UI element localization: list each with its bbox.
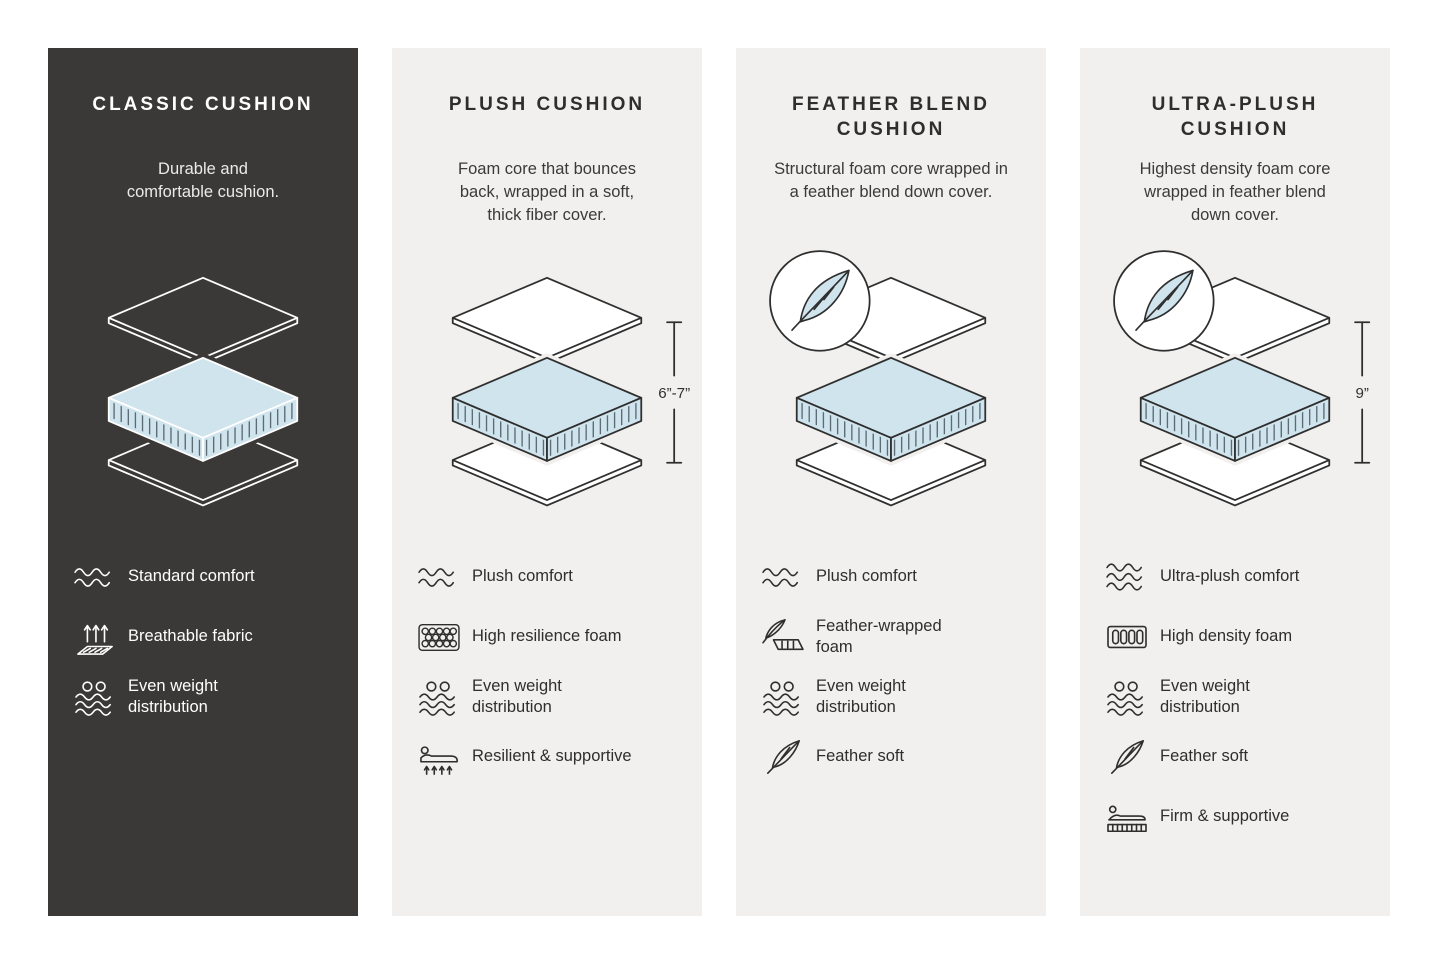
feature-list: Ultra-plush comfort High density foam Ev… xyxy=(1104,554,1366,840)
feature-label: Firm & supportive xyxy=(1160,807,1290,826)
height-measurement: 6”-7” xyxy=(658,320,690,464)
feature-label: Plush comfort xyxy=(472,567,573,586)
feather-icon xyxy=(760,738,816,776)
waves-icon xyxy=(1104,558,1160,596)
feature-label: Resilient & supportive xyxy=(472,747,632,766)
measurement-label: 6”-7” xyxy=(658,384,690,401)
panel-description: Structural foam core wrapped in a feathe… xyxy=(774,160,1008,201)
waves-icon xyxy=(760,558,816,596)
panel-feather-blend-cushion: FEATHER BLEND CUSHION Structural foam co… xyxy=(736,48,1046,916)
foam-cells-icon xyxy=(416,618,472,656)
feature-label: Even weight distribution xyxy=(1160,676,1250,716)
even-weight-icon xyxy=(1104,678,1160,716)
resilient-icon xyxy=(416,738,472,776)
measurement-label: 9” xyxy=(1355,384,1368,401)
feature-label: High density foam xyxy=(1160,627,1293,646)
panel-plush-cushion: PLUSH CUSHION Foam core that bounces bac… xyxy=(392,48,702,916)
feather-badge xyxy=(1114,250,1214,351)
feature-item: Feather-wrapped foam xyxy=(760,614,1022,660)
height-measurement: 9” xyxy=(1354,320,1371,464)
feature-item: Even weight distribution xyxy=(760,674,1022,720)
feature-item: Firm & supportive xyxy=(1104,794,1366,840)
cushion-diagram xyxy=(760,250,1022,532)
feature-label: Breathable fabric xyxy=(128,627,253,646)
layered-cushion-illustration: 6”-7” xyxy=(452,277,690,505)
panel-title: CLASSIC CUSHION xyxy=(92,94,314,115)
layered-cushion-illustration xyxy=(770,250,986,505)
waves-icon xyxy=(72,558,128,596)
feature-list: Standard comfort Breathable fabric Even … xyxy=(72,554,334,720)
firm-icon xyxy=(1104,798,1160,836)
feature-item: Feather soft xyxy=(1104,734,1366,780)
feature-item: Plush comfort xyxy=(760,554,1022,600)
breathable-fabric-icon xyxy=(72,618,128,656)
feature-label: High resilience foam xyxy=(472,627,622,646)
feature-item: Even weight distribution xyxy=(1104,674,1366,720)
panel-description: Durable and comfortable cushion. xyxy=(126,160,280,201)
feather-badge xyxy=(770,250,870,351)
panel-ultra-plush-cushion: ULTRA-PLUSH CUSHION Highest density foam… xyxy=(1080,48,1390,916)
panel-description: Highest density foam core wrapped in fea… xyxy=(1139,160,1331,224)
cushion-diagram xyxy=(72,252,334,532)
feather-foam-icon xyxy=(760,618,816,656)
feature-item: High resilience foam xyxy=(416,614,678,660)
panel-description: Foam core that bounces back, wrapped in … xyxy=(458,160,636,224)
feature-label: Even weight distribution xyxy=(472,676,562,716)
feature-item: Even weight distribution xyxy=(72,674,334,720)
feature-list: Plush comfort Feather-wrapped foam Even … xyxy=(760,554,1022,780)
feature-item: Resilient & supportive xyxy=(416,734,678,780)
feature-label: Feather soft xyxy=(816,747,905,766)
panel-title: FEATHER BLEND CUSHION xyxy=(791,94,991,141)
cushion-diagram: 9” xyxy=(1104,250,1371,532)
even-weight-icon xyxy=(72,678,128,716)
panel-title: ULTRA-PLUSH CUSHION xyxy=(1151,94,1319,141)
cushion-diagram: 6”-7” xyxy=(416,252,690,532)
feature-list: Plush comfort High resilience foam Even … xyxy=(416,554,678,780)
feature-label: Feather soft xyxy=(1160,747,1249,766)
feature-item: Even weight distribution xyxy=(416,674,678,720)
feature-label: Even weight distribution xyxy=(128,676,218,716)
cushion-comparison-board: CLASSIC CUSHION Durable and comfortable … xyxy=(48,48,1390,916)
even-weight-icon xyxy=(760,678,816,716)
feature-item: Feather soft xyxy=(760,734,1022,780)
feature-item: Plush comfort xyxy=(416,554,678,600)
feature-label: Feather-wrapped foam xyxy=(816,616,942,656)
feather-icon xyxy=(1104,738,1160,776)
feature-item: Ultra-plush comfort xyxy=(1104,554,1366,600)
feature-item: Standard comfort xyxy=(72,554,334,600)
feature-label: Ultra-plush comfort xyxy=(1160,567,1300,586)
panel-title: PLUSH CUSHION xyxy=(448,94,646,115)
density-foam-icon xyxy=(1104,618,1160,656)
waves-icon xyxy=(416,558,472,596)
even-weight-icon xyxy=(416,678,472,716)
layered-cushion-illustration xyxy=(108,277,298,505)
layered-cushion-illustration: 9” xyxy=(1114,250,1371,505)
panel-classic-cushion: CLASSIC CUSHION Durable and comfortable … xyxy=(48,48,358,916)
feature-label: Even weight distribution xyxy=(816,676,906,716)
feature-label: Plush comfort xyxy=(816,567,917,586)
feature-label: Standard comfort xyxy=(128,567,255,586)
feature-item: Breathable fabric xyxy=(72,614,334,660)
feature-item: High density foam xyxy=(1104,614,1366,660)
